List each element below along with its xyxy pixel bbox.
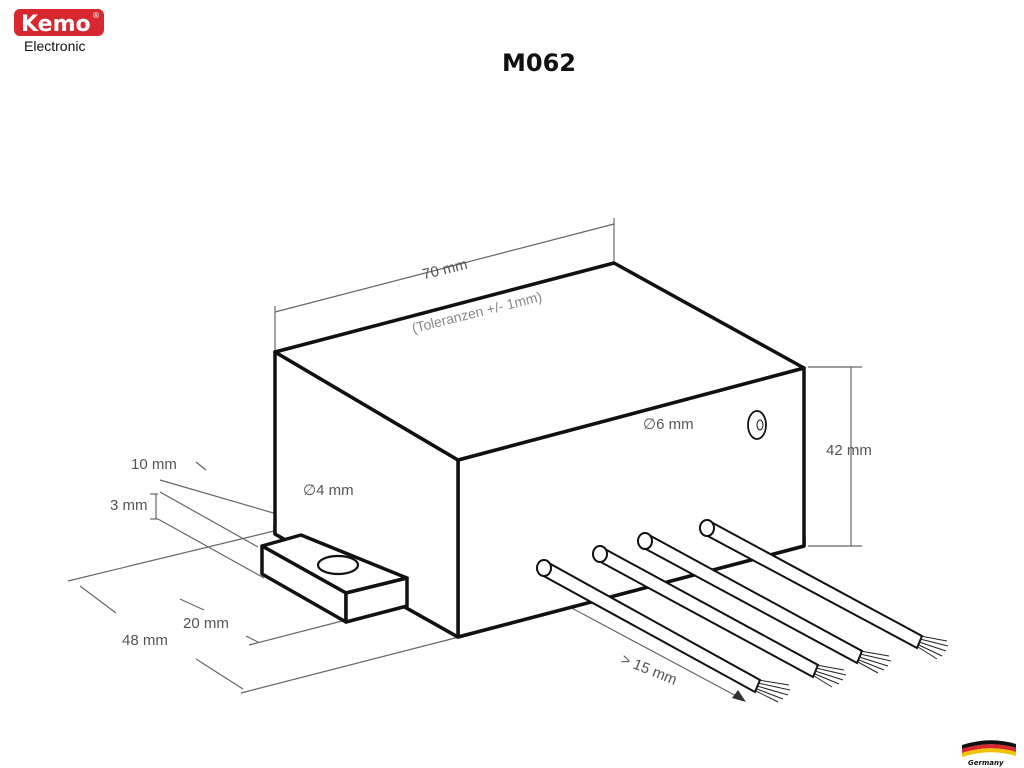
mounting-tab bbox=[260, 533, 409, 624]
housing bbox=[273, 261, 806, 639]
tab-hole bbox=[316, 554, 360, 576]
housing-top-face bbox=[273, 261, 806, 462]
hole-front-label: ∅6 mm bbox=[643, 416, 694, 433]
tab-side bbox=[344, 576, 409, 624]
flag-gold bbox=[962, 748, 1016, 757]
flag-red bbox=[962, 744, 1016, 753]
hole-front-value: 6 mm bbox=[656, 416, 694, 433]
flag-black bbox=[962, 740, 1016, 749]
logo-brand: Kemo bbox=[21, 12, 91, 37]
wire-2 bbox=[592, 545, 847, 688]
wire-1 bbox=[536, 559, 791, 703]
diameter-symbol: ∅ bbox=[643, 416, 656, 433]
logo-registered: ® bbox=[92, 11, 100, 20]
depth-label: 48 mm bbox=[122, 632, 168, 649]
wires bbox=[536, 519, 949, 703]
tab-length-label: 20 mm bbox=[183, 615, 229, 632]
wire-length-label: > 15 mm bbox=[619, 651, 680, 689]
side-hole-inner bbox=[756, 419, 764, 431]
germany-label: Germany bbox=[968, 759, 1004, 767]
model-title: M062 bbox=[502, 49, 576, 77]
tab-width-label: 10 mm bbox=[131, 456, 177, 473]
hole-tab-value: 4 mm bbox=[316, 482, 354, 499]
height-label: 42 mm bbox=[826, 442, 872, 459]
logo-badge bbox=[14, 9, 104, 36]
logo-subtitle: Electronic bbox=[24, 38, 85, 54]
tab-thickness-label: 3 mm bbox=[110, 497, 148, 514]
length-label: 70 mm bbox=[421, 256, 470, 284]
wire-4 bbox=[699, 519, 949, 660]
hole-tab-label: ∅4 mm bbox=[303, 482, 354, 499]
kemo-logo: Kemo ® Electronic bbox=[14, 9, 104, 54]
wire-3 bbox=[637, 532, 892, 674]
germany-badge: Germany bbox=[962, 740, 1016, 767]
diameter-symbol: ∅ bbox=[303, 482, 316, 499]
